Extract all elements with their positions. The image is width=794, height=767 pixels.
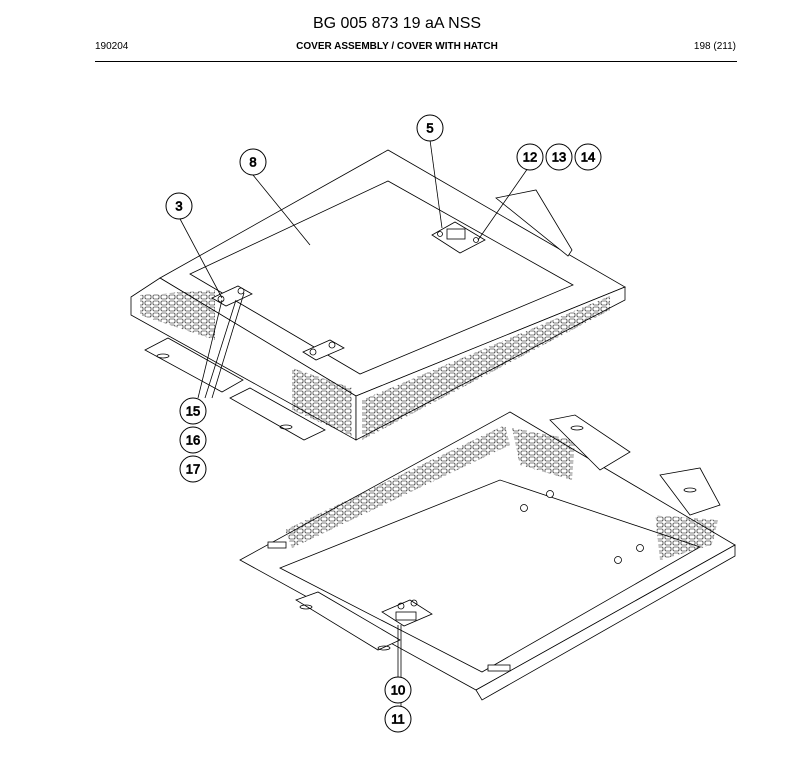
page-number: 198 (211) — [693, 41, 736, 52]
callout-5-label: 5 — [426, 121, 433, 136]
callout-3-label: 3 — [175, 199, 182, 214]
callout-16-label: 16 — [186, 433, 200, 448]
callout-8-label: 8 — [249, 155, 256, 170]
callout-13-label: 13 — [552, 150, 566, 165]
callout-16: 16 — [179, 426, 207, 454]
callout-15: 15 — [179, 397, 207, 425]
callout-10-label: 10 — [391, 683, 405, 698]
callout-12-label: 12 — [523, 150, 537, 165]
callout-11-label: 11 — [391, 712, 405, 727]
hatch-latch — [431, 221, 486, 254]
callout-14: 14 — [574, 143, 602, 171]
callout-11: 11 — [384, 705, 412, 733]
header-rule — [95, 61, 737, 62]
date-code: 190204 — [95, 41, 129, 52]
callout-8: 8 — [239, 148, 267, 176]
callout-17-label: 17 — [186, 462, 200, 477]
callout-14-label: 14 — [581, 150, 595, 165]
document-number: BG 005 873 19 aA NSS — [312, 15, 482, 32]
hinge-front — [302, 339, 345, 361]
callout-13: 13 — [545, 143, 573, 171]
underside-latch — [381, 599, 433, 627]
callout-15-label: 15 — [186, 404, 200, 419]
cover-underside-view — [239, 411, 736, 706]
section-title: COVER ASSEMBLY / COVER WITH HATCH — [296, 41, 498, 52]
callout-5: 5 — [416, 114, 444, 142]
cover-top-view — [130, 139, 626, 441]
callout-17: 17 — [179, 455, 207, 483]
callout-10: 10 — [384, 676, 412, 704]
callout-12: 12 — [516, 143, 544, 171]
callout-3: 3 — [165, 192, 193, 220]
